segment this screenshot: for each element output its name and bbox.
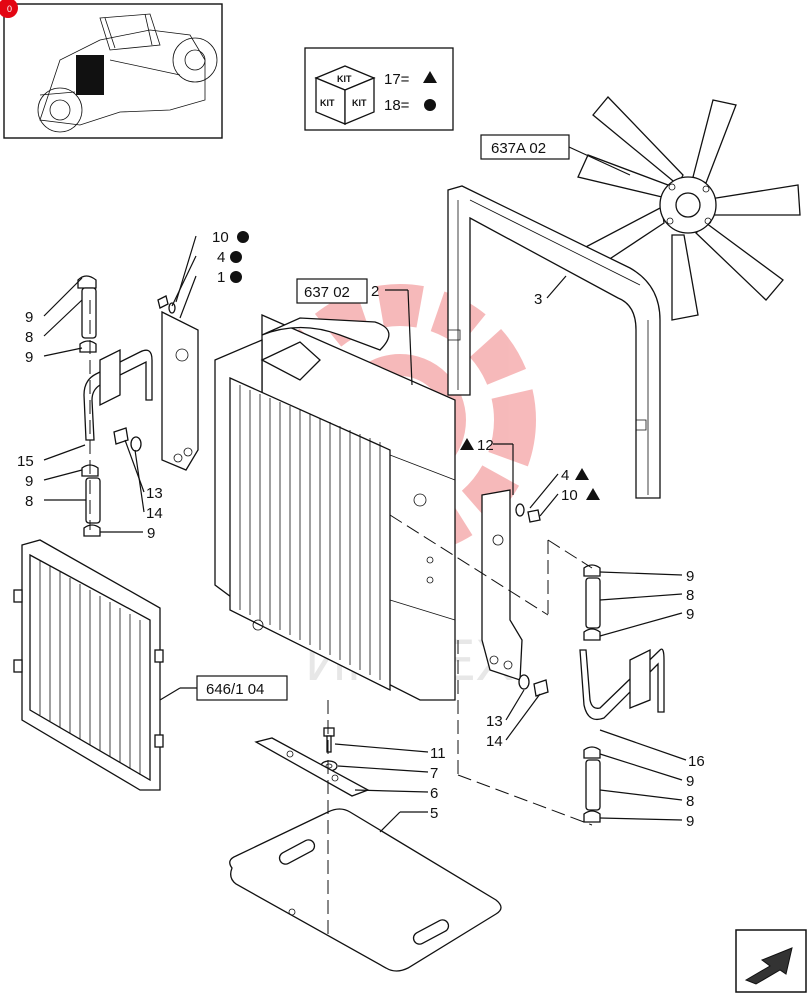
radiator-fins <box>239 385 381 680</box>
next-page-arrow-button[interactable] <box>735 929 807 993</box>
leader-lines <box>43 235 687 833</box>
callout-14-left: 14 <box>146 505 163 522</box>
circle-icon <box>230 251 242 263</box>
ref-fan-text: 637A 02 <box>491 140 546 157</box>
badge-text: 0 <box>7 4 12 14</box>
triangle-icon <box>460 438 474 450</box>
ref-condenser-text: 646/1 04 <box>206 681 264 698</box>
kit-17-label: 17= <box>384 71 410 88</box>
fan[interactable] <box>577 96 801 321</box>
arrow-icon <box>744 947 793 985</box>
right-pipe-16[interactable] <box>579 648 665 721</box>
radiator-assembly[interactable] <box>214 314 456 701</box>
callout-4-right: 4 <box>561 467 569 484</box>
kit-legend: KIT KIT KIT 17= 18= <box>304 47 454 131</box>
callout-6: 6 <box>430 785 438 802</box>
left-hose-upper[interactable] <box>77 275 97 353</box>
left-bracket[interactable] <box>161 310 199 471</box>
triangle-icon <box>423 71 437 83</box>
condenser[interactable] <box>13 539 164 791</box>
callout-labels: 2 3 12 10 4 1 4 10 9 8 9 15 9 8 13 14 9 … <box>17 229 705 830</box>
kit-word-left: KIT <box>320 98 335 108</box>
left-bolt-washer[interactable] <box>113 295 176 452</box>
callout-1-left: 1 <box>217 269 225 286</box>
red-corner-badge: 0 <box>0 0 18 18</box>
callout-3: 3 <box>534 291 542 308</box>
ref-condenser-box[interactable]: 646/1 04 <box>159 675 288 701</box>
right-bracket[interactable] <box>481 489 523 681</box>
shroud-seal-frame[interactable] <box>447 185 661 499</box>
triangle-icon <box>575 468 589 480</box>
callout-9-left-b: 9 <box>25 349 33 366</box>
callout-9-right-d: 9 <box>686 813 694 830</box>
callout-9-left-c: 9 <box>25 473 33 490</box>
condenser-fins <box>39 560 141 775</box>
circle-icon <box>230 271 242 283</box>
callout-12: 12 <box>477 437 494 454</box>
callout-13-right: 13 <box>486 713 503 730</box>
right-hose-lower[interactable] <box>583 746 601 823</box>
callout-9-right-c: 9 <box>686 773 694 790</box>
callout-9-right-b: 9 <box>686 606 694 623</box>
ref-radiator-text: 637 02 <box>304 284 350 301</box>
callout-8-left-b: 8 <box>25 493 33 510</box>
triangle-icon <box>586 488 600 500</box>
callout-5: 5 <box>430 805 438 822</box>
kit-word-right: KIT <box>352 98 367 108</box>
tractor-thumbnail[interactable] <box>3 3 223 139</box>
callout-14-right: 14 <box>486 733 503 750</box>
callout-9-left-d: 9 <box>147 525 155 542</box>
callout-10-right: 10 <box>561 487 578 504</box>
callout-16: 16 <box>688 753 705 770</box>
left-pipe-15[interactable] <box>83 348 153 441</box>
callout-4-left: 4 <box>217 249 225 266</box>
callout-9-left-a: 9 <box>25 309 33 326</box>
right-hose-upper[interactable] <box>583 564 601 641</box>
callout-9-right-a: 9 <box>686 568 694 585</box>
kit-word-top: KIT <box>337 74 352 84</box>
callout-8-right-a: 8 <box>686 587 694 604</box>
plate-5[interactable] <box>229 808 502 972</box>
ref-fan-box[interactable]: 637A 02 <box>480 134 631 176</box>
callout-8-right-b: 8 <box>686 793 694 810</box>
bolt-11[interactable] <box>323 727 335 753</box>
callout-15: 15 <box>17 453 34 470</box>
circle-icon <box>424 99 436 111</box>
assembly-lines <box>89 300 593 940</box>
callout-13-left: 13 <box>146 485 163 502</box>
callout-10-left: 10 <box>212 229 229 246</box>
callout-11: 11 <box>430 745 446 762</box>
right-bolt-washer[interactable] <box>515 503 549 697</box>
kit-18-label: 18= <box>384 97 410 114</box>
circle-icon <box>237 231 249 243</box>
callout-2: 2 <box>371 283 379 300</box>
kit-box-icon: KIT KIT KIT <box>314 65 376 125</box>
ref-radiator-box[interactable]: 637 02 <box>296 278 368 304</box>
callout-8-left-a: 8 <box>25 329 33 346</box>
highlighted-radiator-icon <box>76 55 104 95</box>
callout-7: 7 <box>430 765 438 782</box>
